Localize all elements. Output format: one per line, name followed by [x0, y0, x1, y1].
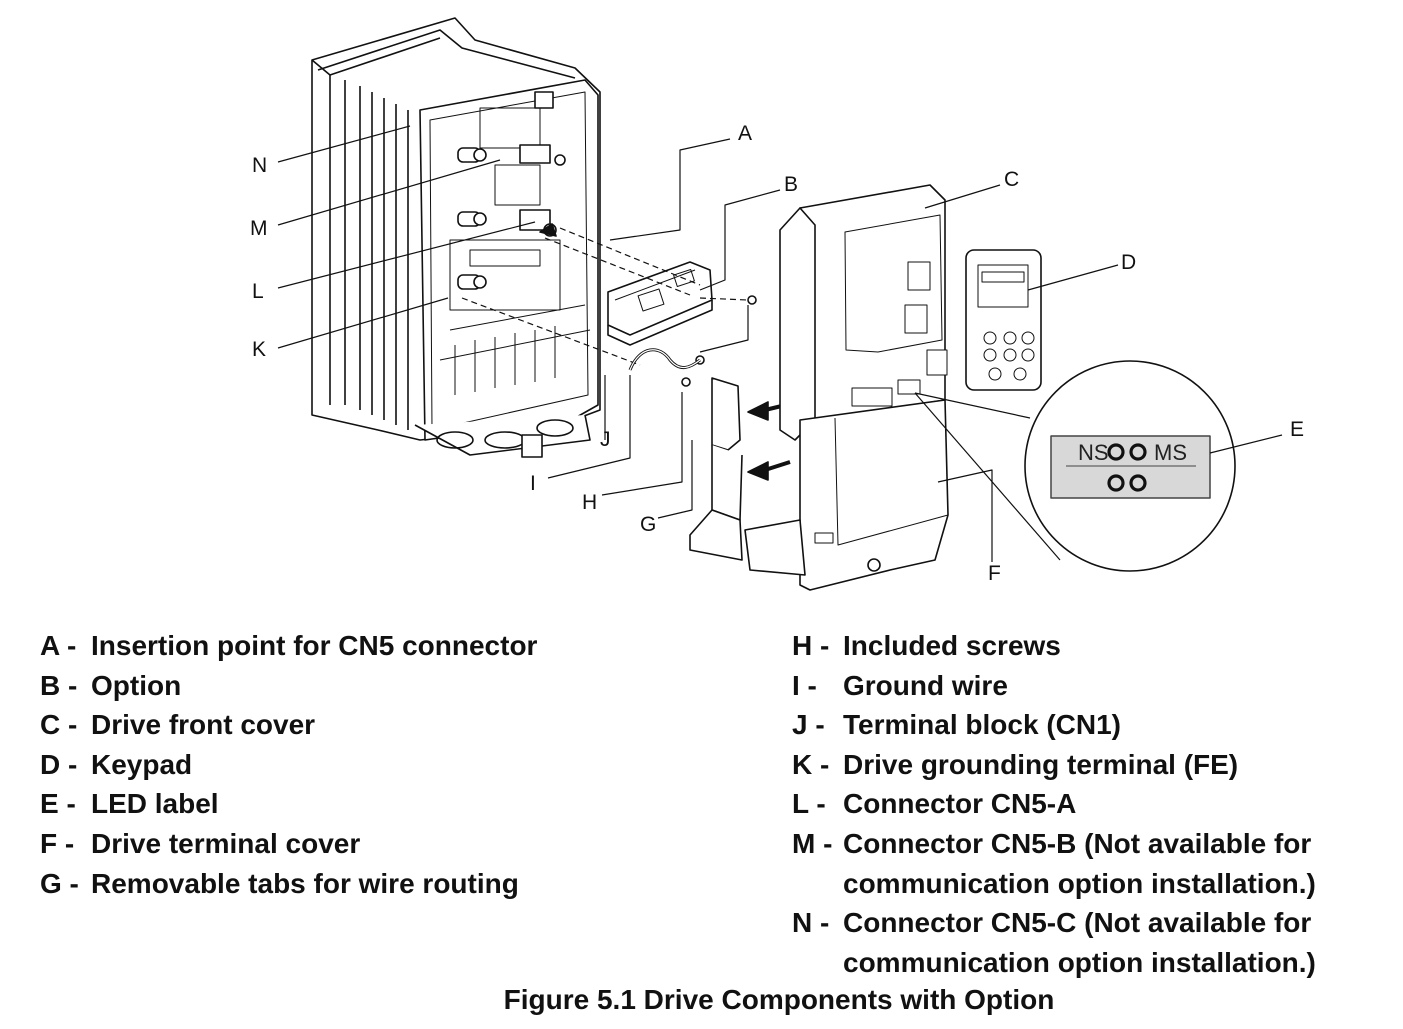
legend-item-M: M - Connector CN5-B (Not available for co… [792, 824, 1392, 903]
legend-text: Connector CN5-C (Not available for commu… [843, 907, 1316, 978]
legend-key: K - [792, 748, 830, 780]
legend-item-J: J - Terminal block (CN1) [792, 705, 1392, 745]
legend-text: Terminal block (CN1) [843, 709, 1121, 741]
legend-text: Option [91, 669, 182, 701]
legend-item-G: G - Removable tabs for wire routing [40, 864, 760, 904]
callout-E: E [1290, 418, 1304, 441]
keypad [965, 249, 1042, 391]
front-cover [779, 184, 948, 441]
legend-item-E: E - LED label [40, 784, 760, 824]
legend-key: H - [792, 630, 830, 661]
legend-text: Drive front cover [91, 709, 316, 741]
legend-key: B - [40, 669, 78, 701]
callout-I: I [530, 472, 536, 495]
legend-text: Ground wire [843, 669, 1008, 701]
callout-M: M [250, 217, 268, 240]
legend-key: N - [792, 907, 830, 939]
legend-text: Removable tabs for wire routing [91, 867, 519, 899]
legend-text: Drive terminal cover [91, 827, 361, 859]
legend-item-K: K - Drive grounding terminal (FE) [792, 745, 1392, 785]
callout-L: L [252, 280, 264, 303]
legend-item-H: H - Included screws [792, 626, 1392, 666]
legend-key: M - [792, 827, 833, 859]
legend-key: I - [792, 669, 817, 701]
legend-item-I: I - Ground wire [792, 666, 1392, 706]
legend-key: E - [40, 788, 76, 820]
legend-item-D: D - Keypad [40, 745, 760, 785]
removable-tabs [689, 377, 791, 561]
callout-D: D [1121, 251, 1136, 274]
callout-J: J [600, 428, 611, 451]
callout-N: N [252, 154, 267, 177]
callout-B: B [784, 173, 798, 196]
callout-F: F [988, 562, 1001, 585]
callout-K: K [252, 338, 266, 361]
legend-key: L - [792, 788, 826, 820]
legend-text: Insertion point for CN5 connector [91, 630, 538, 661]
terminal-cover [744, 399, 949, 591]
legend-item-N: N - Connector CN5-C (Not available for co… [792, 903, 1392, 982]
legend-text: Included screws [843, 630, 1061, 661]
led-ns-label: NS [1078, 440, 1109, 465]
drive-components-diagram: NS MS A B C D E F G H I J K L M N [250, 17, 1304, 591]
legend-item-F: F - Drive terminal cover [40, 824, 760, 864]
drive-body [311, 17, 601, 458]
legend-key: D - [40, 748, 78, 780]
legend-key: C - [40, 709, 78, 741]
leader-lines [277, 125, 1283, 562]
legend-item-A: A - Insertion point for CN5 connector [40, 626, 760, 666]
legend-key: J - [792, 709, 825, 741]
legend-text: Connector CN5-A [843, 788, 1077, 820]
legend-text: LED label [91, 788, 219, 820]
legend-item-B: B - Option [40, 666, 760, 706]
legend-key: F - [40, 827, 75, 859]
legend-left-column: A - Insertion point for CN5 connector B -… [40, 626, 760, 903]
legend-text: Connector CN5-B (Not available for commu… [843, 827, 1316, 899]
legend-text: Drive grounding terminal (FE) [843, 748, 1239, 780]
led-label-magnifier [914, 360, 1236, 572]
legend-key: A - [40, 630, 77, 661]
led-ms-label: MS [1154, 440, 1187, 465]
legend-text: Keypad [91, 748, 193, 780]
callout-G: G [640, 513, 656, 536]
figure-caption: Figure 5.1 Drive Components with Option [503, 984, 1055, 1015]
legend-right-column: H - Included screws I - Ground wire J - Ter… [792, 626, 1392, 982]
legend-key: G - [40, 867, 79, 899]
legend-item-L: L - Connector CN5-A [792, 784, 1392, 824]
callout-A: A [738, 122, 752, 145]
callout-H: H [582, 491, 597, 514]
legend-item-C: C - Drive front cover [40, 705, 760, 745]
callout-C: C [1004, 168, 1019, 191]
screws-and-ground-wire [628, 295, 757, 387]
option-board [461, 227, 749, 366]
